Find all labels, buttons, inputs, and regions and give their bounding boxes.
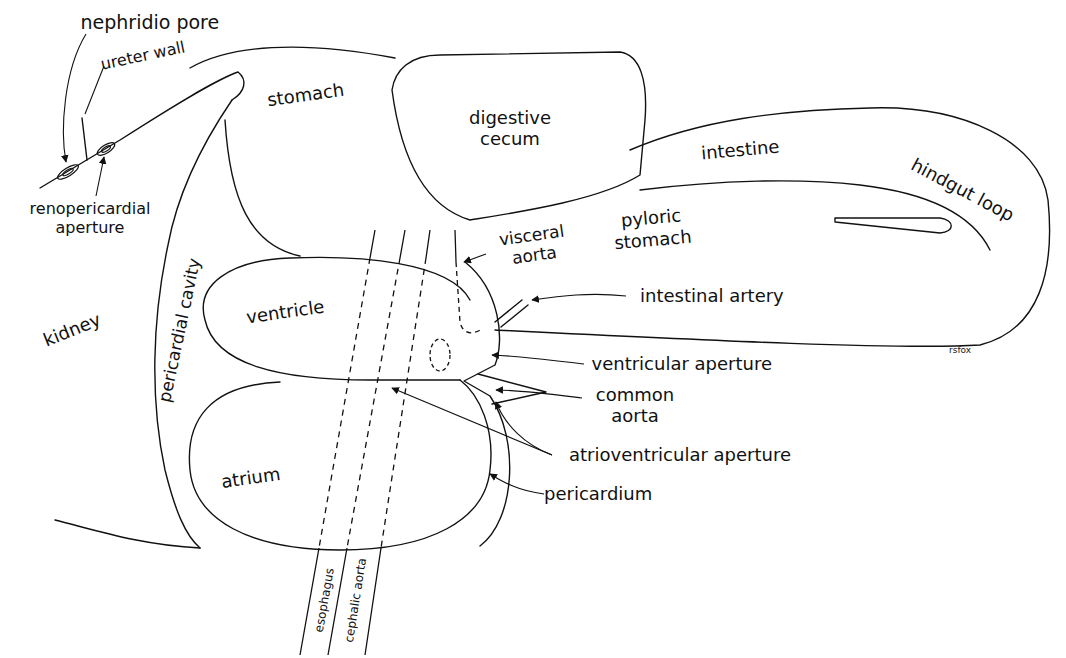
part-label: intestinal artery (640, 285, 784, 307)
part-label: ventricle (244, 296, 325, 328)
drawing-stroke (62, 167, 74, 177)
drawing-stroke (495, 108, 1050, 347)
drawing-stroke (456, 262, 480, 333)
drawing-stroke (203, 257, 470, 380)
signature: rsfox (949, 345, 971, 356)
part-label: intestine (700, 136, 780, 164)
drawing-stroke (495, 300, 528, 327)
part-label: pericardium (544, 483, 652, 505)
drawing-stroke (190, 47, 395, 68)
part-label: esophagus (311, 567, 336, 634)
drawing-stroke (347, 258, 400, 548)
drawing-stroke (392, 52, 646, 220)
part-label: ureter wall (99, 37, 187, 74)
drawing-stroke (85, 66, 104, 114)
drawing-stroke (464, 254, 486, 262)
part-label: common aorta (585, 384, 685, 427)
part-label: atrioventricular aperture (569, 444, 791, 466)
drawing-stroke (95, 140, 116, 157)
drawing-stroke (96, 157, 104, 196)
drawing-stroke (82, 118, 87, 160)
part-label: kidney (40, 309, 104, 351)
drawing-stroke (63, 34, 86, 162)
leader-lines (63, 34, 626, 494)
drawing-stroke (490, 474, 544, 494)
drawing-stroke (365, 230, 430, 655)
part-label: cephalic aorta (341, 557, 369, 644)
drawing-stroke (496, 390, 582, 398)
drawing-stroke (381, 258, 426, 548)
part-label: pyloric stomach (600, 202, 703, 254)
part-label: renopericardial aperture (10, 199, 170, 237)
drawing-stroke (640, 181, 990, 250)
drawing-stroke (300, 230, 375, 655)
drawing-stroke (430, 339, 450, 371)
part-label: nephridio pore (81, 11, 220, 34)
drawing-stroke (496, 402, 552, 455)
part-label: stomach (265, 79, 345, 111)
drawing-stroke (55, 520, 200, 548)
drawing-stroke (392, 388, 552, 455)
drawing-stroke (532, 294, 626, 300)
drawing-stroke (189, 380, 491, 550)
part-label: visceral aorta (486, 218, 581, 271)
part-label: ventricular aperture (592, 353, 773, 375)
part-label: atrium (219, 463, 281, 493)
part-label: hindgut loop (907, 154, 1017, 226)
drawing-stroke (101, 145, 112, 154)
drawing-stroke (328, 230, 405, 655)
part-label: digestive cecum (450, 107, 570, 150)
drawing-stroke (835, 218, 951, 233)
part-label: pericardial cavity (154, 256, 204, 404)
pores (56, 140, 117, 181)
drawing-stroke (492, 355, 584, 364)
drawing-stroke (455, 230, 456, 262)
drawing-stroke (319, 258, 370, 548)
vessel-lines (300, 230, 480, 655)
drawing-stroke (56, 162, 81, 182)
drawing-stroke (225, 120, 300, 256)
drawing-stroke (464, 262, 510, 546)
organ-outlines (40, 47, 1050, 550)
drawing-stroke (478, 374, 546, 404)
